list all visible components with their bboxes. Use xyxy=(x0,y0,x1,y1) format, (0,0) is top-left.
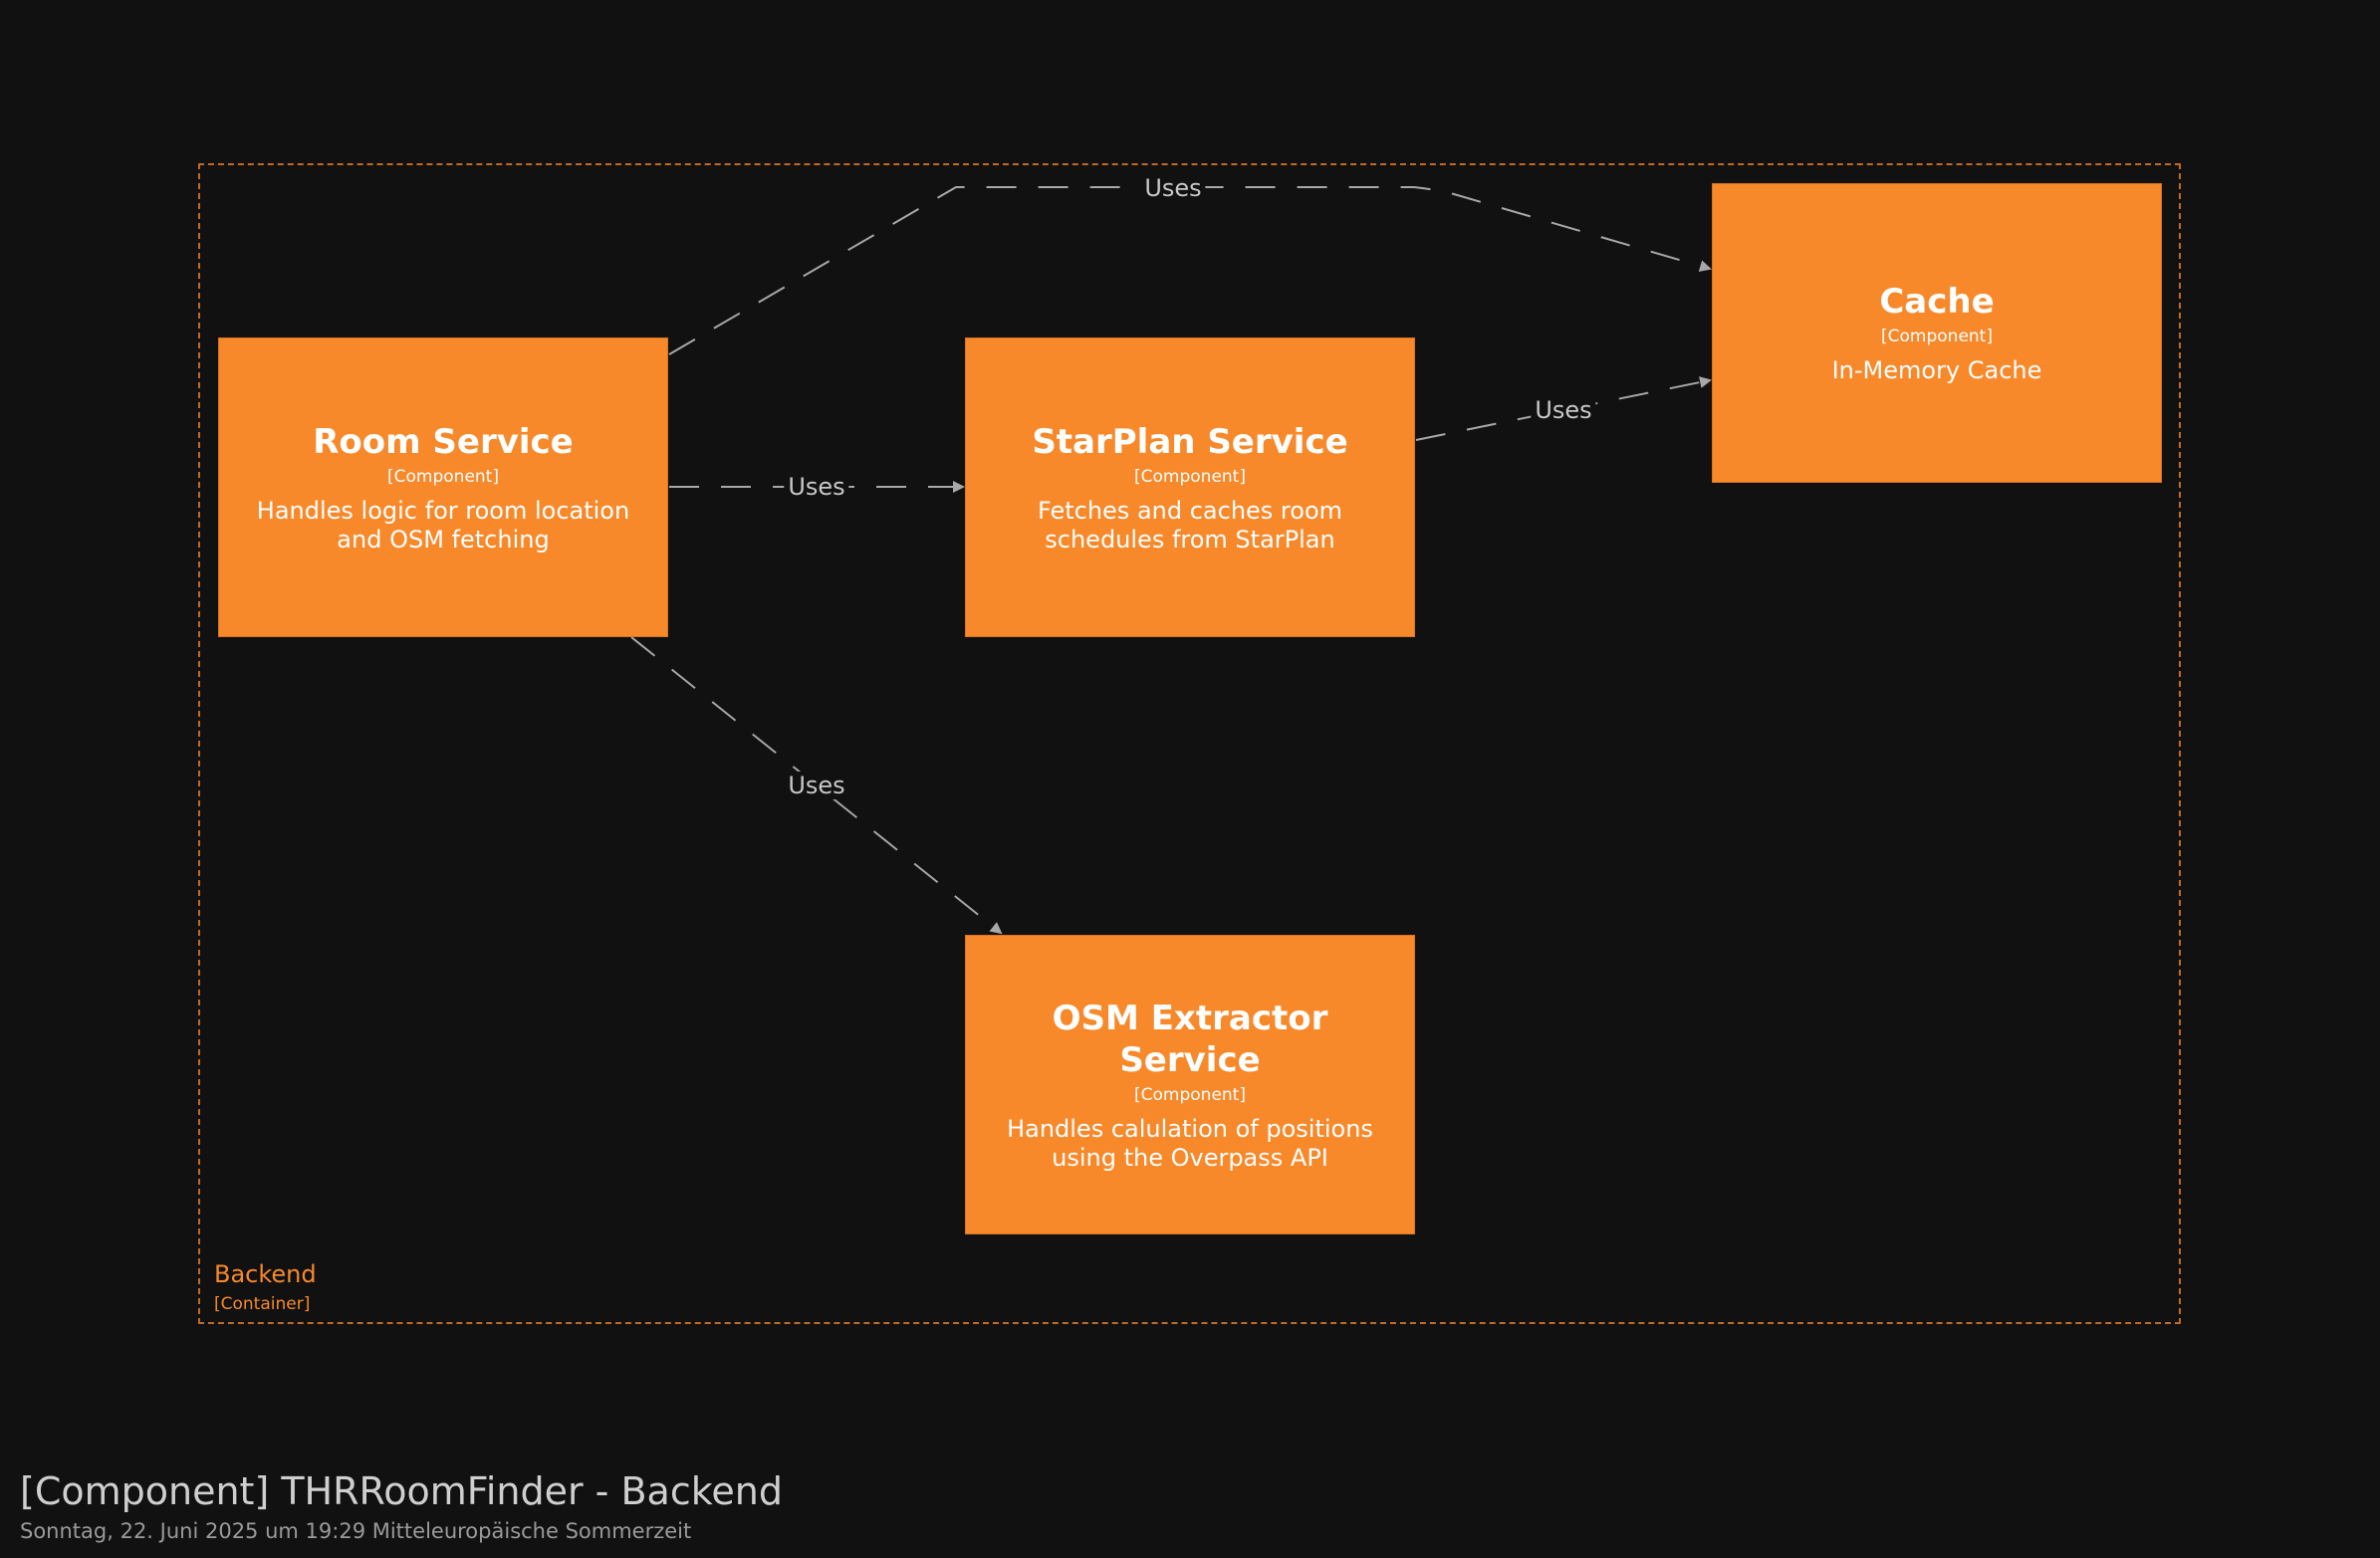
node-type: [Component] xyxy=(1134,466,1246,487)
node-title: Cache xyxy=(1879,282,1995,322)
edge-label-starplan-cache: Uses xyxy=(1531,396,1596,424)
diagram-subtitle: Sonntag, 22. Juni 2025 um 19:29 Mitteleu… xyxy=(20,1519,692,1543)
boundary-type: [Container] xyxy=(214,1294,311,1314)
node-title: StarPlan Service xyxy=(1032,421,1348,462)
backend-boundary xyxy=(198,163,2181,1324)
edge-room-to-cache xyxy=(668,186,1712,355)
node-cache[interactable]: Cache [Component] In-Memory Cache xyxy=(1712,183,2162,483)
edge-label-room-starplan: Uses xyxy=(784,473,849,501)
node-title: OSM Extractor Service xyxy=(1052,998,1328,1080)
node-title: Room Service xyxy=(313,421,574,462)
boundary-name: Backend xyxy=(214,1260,317,1288)
node-type: [Component] xyxy=(1881,327,1993,346)
node-type: [Component] xyxy=(387,466,499,487)
node-starplan-service[interactable]: StarPlan Service [Component] Fetches and… xyxy=(965,337,1415,637)
node-description: In-Memory Cache xyxy=(1831,356,2042,384)
diagram-title: [Component] THRRoomFinder - Backend xyxy=(20,1469,783,1513)
edge-label-room-cache: Uses xyxy=(1140,174,1206,202)
node-osm-extractor-service[interactable]: OSM Extractor Service [Component] Handle… xyxy=(965,935,1415,1234)
node-type: [Component] xyxy=(1134,1084,1246,1105)
edge-label-room-osm: Uses xyxy=(784,772,849,799)
node-description: Handles calulation of positions using th… xyxy=(1007,1114,1373,1172)
node-room-service[interactable]: Room Service [Component] Handles logic f… xyxy=(218,337,668,637)
node-description: Handles logic for room location and OSM … xyxy=(256,496,630,554)
node-description: Fetches and caches room schedules from S… xyxy=(1037,496,1343,554)
